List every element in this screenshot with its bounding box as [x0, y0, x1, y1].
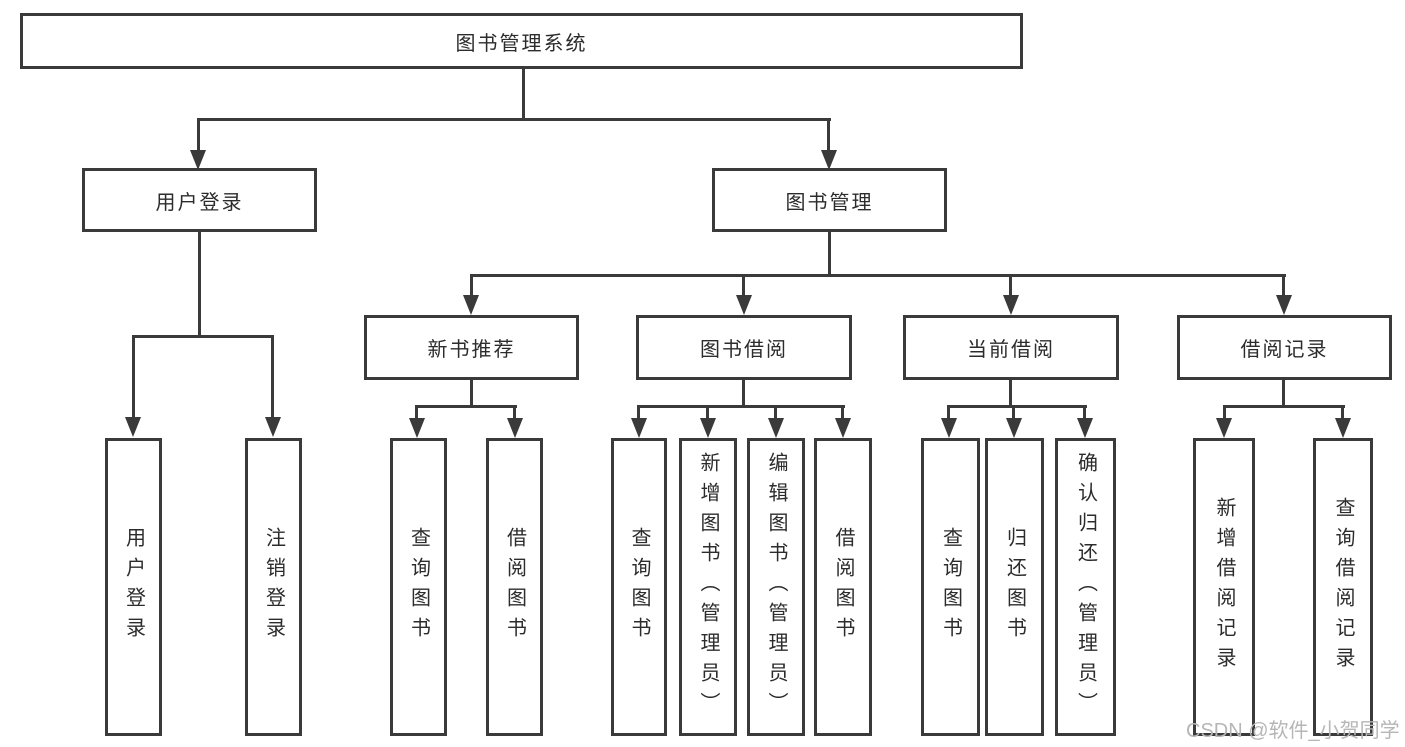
connector-line: [132, 335, 274, 338]
node-book-borrow: 图书借阅: [636, 315, 852, 380]
connector-line: [742, 274, 745, 298]
node-borrow-records-label: 借阅记录: [1240, 339, 1329, 361]
leaf-return-book-label: 归还图书: [1003, 527, 1026, 647]
connector-line: [1282, 380, 1285, 405]
node-user-login-label: 用户登录: [155, 191, 244, 214]
node-new-book-recommend: 新书推荐: [364, 315, 579, 380]
node-new-book-recommend-label: 新书推荐: [427, 339, 516, 361]
leaf-query-book-recommend: 查询图书: [390, 438, 447, 736]
arrowhead-icon: [409, 418, 425, 438]
arrowhead-icon: [190, 150, 206, 170]
leaf-add-book-admin-label: 新增图书（管理员）: [697, 452, 719, 722]
connector-line: [197, 118, 831, 121]
connector-line: [742, 380, 745, 405]
node-current-borrow-label: 当前借阅: [967, 339, 1055, 361]
leaf-confirm-return-admin-label: 确认归还（管理员）: [1074, 452, 1097, 722]
connector-line: [415, 405, 418, 421]
arrowhead-icon: [941, 418, 957, 438]
leaf-query-book-current: 查询图书: [921, 438, 980, 736]
connector-line: [1223, 405, 1226, 421]
watermark-text: CSDN @软件_小贺同学: [1186, 720, 1400, 742]
arrowhead-icon: [768, 418, 784, 438]
leaf-query-borrow-record-label: 查询借阅记录: [1332, 497, 1354, 677]
connector-line: [827, 118, 830, 152]
leaf-query-book-current-label: 查询图书: [939, 527, 962, 647]
connector-line: [638, 405, 845, 408]
connector-line: [132, 335, 135, 420]
connector-line: [1083, 405, 1086, 421]
arrowhead-icon: [1006, 418, 1022, 438]
arrowhead-icon: [835, 418, 851, 438]
node-book-management: 图书管理: [712, 168, 947, 232]
leaf-borrow-book-recommend-label: 借阅图书: [503, 527, 526, 647]
leaf-add-borrow-record: 新增借阅记录: [1193, 438, 1255, 736]
node-current-borrow: 当前借阅: [903, 315, 1119, 380]
leaf-add-book-admin: 新增图书（管理员）: [679, 438, 737, 736]
arrowhead-icon: [700, 418, 716, 438]
arrowhead-icon: [821, 150, 837, 170]
connector-line: [470, 274, 473, 298]
connector-line: [513, 405, 516, 421]
connector-line: [522, 69, 525, 118]
leaf-query-book-borrow: 查询图书: [611, 438, 667, 736]
connector-line: [198, 232, 201, 335]
leaf-user-login: 用户登录: [105, 438, 162, 736]
leaf-borrow-book: 借阅图书: [814, 438, 872, 736]
arrowhead-icon: [736, 295, 752, 315]
connector-line: [1012, 405, 1015, 421]
connector-line: [470, 380, 473, 405]
node-borrow-records: 借阅记录: [1177, 315, 1392, 380]
connector-line: [416, 405, 517, 408]
leaf-add-borrow-record-label: 新增借阅记录: [1213, 497, 1235, 677]
arrowhead-icon: [631, 418, 647, 438]
connector-line: [774, 405, 777, 421]
leaf-return-book: 归还图书: [985, 438, 1044, 736]
leaf-borrow-book-recommend: 借阅图书: [486, 438, 543, 736]
connector-line: [1223, 405, 1345, 408]
connector-line: [948, 405, 1087, 408]
leaf-borrow-book-label: 借阅图书: [832, 527, 854, 647]
connector-line: [1341, 405, 1344, 421]
arrowhead-icon: [125, 417, 141, 437]
leaf-edit-book-admin-label: 编辑图书（管理员）: [765, 452, 787, 722]
arrowhead-icon: [463, 295, 479, 315]
leaf-query-book-borrow-label: 查询图书: [628, 527, 650, 647]
connector-line: [1009, 274, 1012, 298]
connector-line: [947, 405, 950, 421]
connector-line: [1009, 380, 1012, 405]
node-root-label: 图书管理系统: [455, 32, 588, 55]
arrowhead-icon: [507, 418, 523, 438]
leaf-logout-login: 注销登录: [245, 438, 302, 736]
connector-line: [841, 405, 844, 421]
leaf-query-borrow-record: 查询借阅记录: [1313, 438, 1373, 736]
leaf-confirm-return-admin: 确认归还（管理员）: [1055, 438, 1116, 736]
node-root: 图书管理系统: [20, 13, 1023, 69]
connector-line: [828, 232, 831, 274]
arrowhead-icon: [1276, 295, 1292, 315]
connector-line: [470, 274, 1286, 277]
node-user-login: 用户登录: [82, 168, 317, 232]
node-book-management-label: 图书管理: [785, 191, 874, 214]
leaf-query-book-recommend-label: 查询图书: [407, 527, 430, 647]
connector-line: [271, 335, 274, 420]
leaf-edit-book-admin: 编辑图书（管理员）: [747, 438, 805, 736]
arrowhead-icon: [1003, 295, 1019, 315]
connector-line: [706, 405, 709, 421]
arrowhead-icon: [1335, 418, 1351, 438]
leaf-logout-login-label: 注销登录: [262, 527, 285, 647]
arrowhead-icon: [1216, 418, 1232, 438]
arrowhead-icon: [265, 417, 281, 437]
connector-line: [637, 405, 640, 421]
node-book-borrow-label: 图书借阅: [700, 339, 788, 361]
connector-line: [197, 118, 200, 152]
leaf-user-login-label: 用户登录: [122, 527, 145, 647]
connector-line: [1282, 274, 1285, 298]
arrowhead-icon: [1077, 418, 1093, 438]
